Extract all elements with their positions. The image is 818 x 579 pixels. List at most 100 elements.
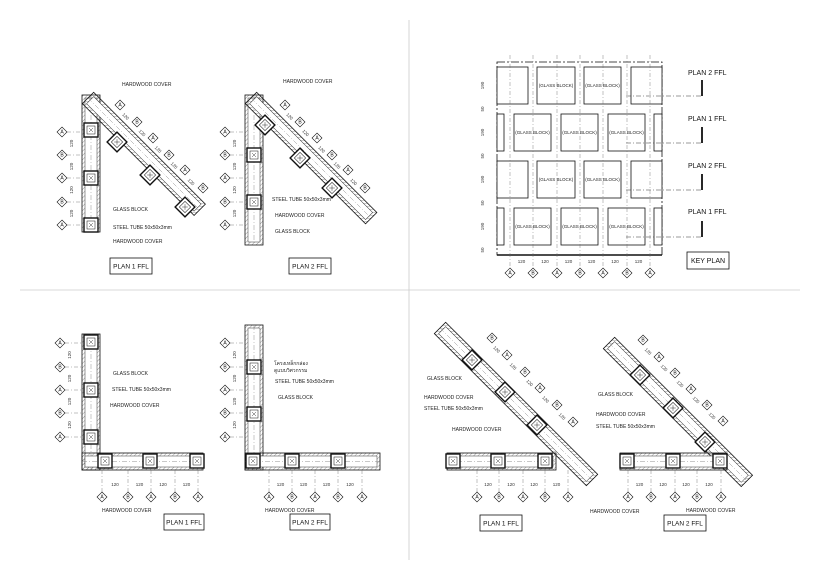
dimension-label: 120 — [530, 482, 538, 487]
grid-marker: B — [122, 491, 134, 503]
grid-label: A — [315, 135, 319, 141]
plan-title: PLAN 1 FFL — [166, 520, 202, 527]
callout-label: HARDWOOD COVER — [265, 508, 315, 514]
grid-marker: B — [621, 267, 633, 279]
grid-marker: B — [539, 491, 551, 503]
grid-label: A — [60, 175, 64, 181]
dimension-label: 50 — [480, 153, 485, 159]
steel-tube — [289, 147, 311, 169]
grid-marker: A — [219, 172, 231, 184]
grid-label: B — [578, 270, 582, 276]
dimension-label: 120 — [232, 421, 237, 429]
glass-block-cell — [536, 160, 576, 199]
center-line — [439, 327, 593, 481]
grid-marker: A — [114, 99, 126, 111]
dimension-label: 120 — [69, 162, 74, 170]
glass-block-cell — [496, 207, 505, 246]
plan-title: PLAN 2 FFL — [667, 521, 703, 528]
grid-label: A — [58, 434, 62, 440]
callout-label: HARDWOOD COVER — [590, 509, 640, 515]
callout-label: GLASS BLOCK — [598, 392, 634, 398]
callout-label: HARDWOOD COVER — [424, 395, 474, 401]
grid-label: B — [363, 185, 367, 191]
plan-title: PLAN 1 FFL — [113, 264, 149, 271]
plan-title: PLAN 1 FFL — [483, 521, 519, 528]
callout-label: GLASS BLOCK — [113, 207, 149, 213]
dimension-label: 120 — [518, 259, 526, 264]
grid-label: B — [167, 152, 171, 158]
grid-marker: A — [145, 491, 157, 503]
grid-marker: B — [527, 267, 539, 279]
callout-label: HARDWOOD COVER — [686, 508, 736, 514]
grid-marker: B — [294, 116, 306, 128]
grid-marker: B — [691, 491, 703, 503]
dimension-label: 120 — [69, 186, 74, 194]
dimension-label: 120 — [67, 351, 72, 359]
dimension-label: 120 — [138, 129, 147, 138]
plan-title-box — [163, 513, 205, 531]
plan-title-box — [663, 514, 707, 532]
grid-marker: B — [493, 491, 505, 503]
callout-label: GLASS BLOCK — [427, 376, 463, 382]
grid-marker: A — [501, 349, 513, 361]
dimension-label: 120 — [232, 351, 237, 359]
dimension-label: 120 — [170, 161, 179, 170]
grid-marker: A — [669, 491, 681, 503]
callout-label: HARDWOOD COVER — [275, 213, 325, 219]
callout-label: HARDWOOD COVER — [113, 239, 163, 245]
dimension-label: 120 — [349, 178, 358, 187]
steel-tube — [246, 406, 262, 422]
grid-marker: B — [669, 367, 681, 379]
dimension-label: 120 — [301, 129, 310, 138]
plan-br1: GLASS BLOCK HARDWOOD COVER STEEL TUBE 50… — [424, 321, 640, 532]
dimension-label: 120 — [588, 259, 596, 264]
glass-block-cell — [513, 113, 552, 152]
dimension-label: 120 — [705, 482, 713, 487]
dimension-label: 190 — [480, 81, 485, 89]
glass-block-cell — [607, 207, 646, 246]
grid-label: A — [223, 175, 227, 181]
glass-block-cell — [653, 207, 663, 246]
grid-label: A — [283, 102, 287, 108]
dimension-label: 120 — [183, 482, 191, 487]
dimension-label: 120 — [682, 482, 690, 487]
grid-marker: A — [219, 126, 231, 138]
dimension-label: 120 — [285, 112, 294, 121]
dimension-label: 50 — [480, 200, 485, 206]
grid-marker: B — [645, 491, 657, 503]
section-label: PLAN 2 FFL — [688, 163, 727, 170]
callout-label: STEEL TUBE 50x50x3mm — [596, 424, 655, 430]
grid-label: A — [521, 494, 525, 500]
grid-label: A — [58, 387, 62, 393]
grid-label: B — [298, 119, 302, 125]
callout-label: GLASS BLOCK — [278, 395, 314, 401]
plan-tl1: HARDWOOD COVER GLASS BLOCK STEEL TUBE 50… — [56, 82, 209, 275]
dimension-label: 120 — [69, 139, 74, 147]
section-label: PLAN 2 FFL — [688, 70, 727, 77]
grid-marker: A — [622, 491, 634, 503]
dimension-label: 120 — [121, 112, 130, 121]
steel-tube — [83, 334, 99, 350]
grid-marker: B — [551, 399, 563, 411]
steel-tube — [712, 453, 728, 469]
dimension-label: 120 — [541, 395, 550, 404]
glass-block-wall — [244, 452, 381, 471]
glass-block-wall — [81, 333, 101, 471]
plan-bl2: โครงเหล็กกล่อง ดูแบบวิศวกรรม STEEL TUBE … — [219, 324, 381, 531]
callout-label: HARDWOOD COVER — [122, 82, 172, 88]
grid-marker: A — [534, 382, 546, 394]
steel-tube — [142, 453, 158, 469]
steel-tube — [526, 414, 548, 436]
grid-marker: A — [567, 416, 579, 428]
dimension-label: 120 — [507, 482, 515, 487]
grid-marker: A — [504, 267, 516, 279]
grid-marker: A — [263, 491, 275, 503]
grid-marker: A — [517, 491, 529, 503]
glass-block-cell — [496, 113, 505, 152]
grid-marker: B — [359, 182, 371, 194]
grid-marker: B — [286, 491, 298, 503]
steel-tube — [246, 194, 262, 210]
steel-tube — [83, 429, 99, 445]
steel-tube — [245, 453, 261, 469]
grid-label: B — [523, 369, 527, 375]
